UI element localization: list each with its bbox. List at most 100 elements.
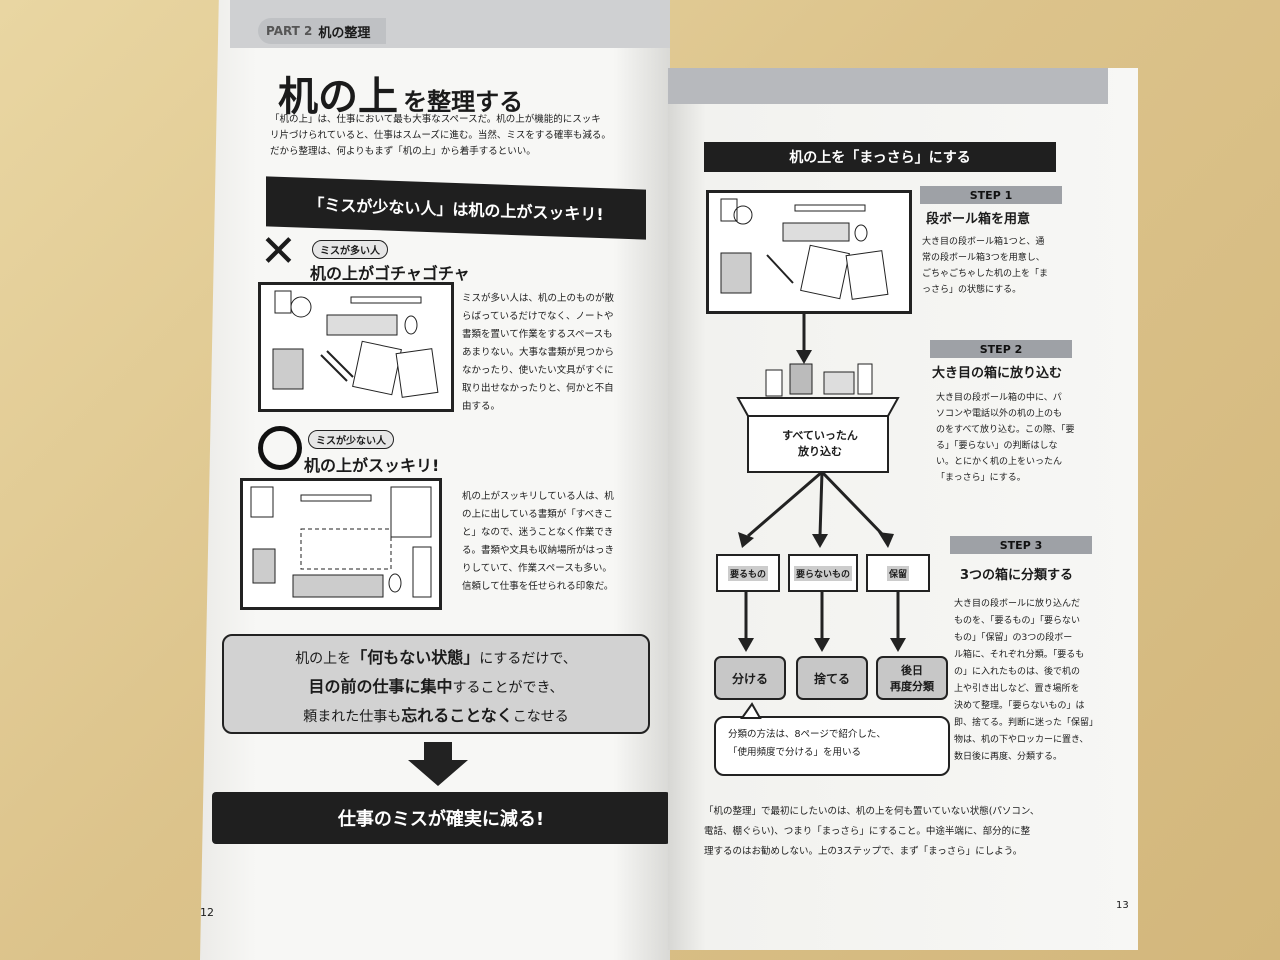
good-line: の上に出している書類が「すべきこ (462, 509, 614, 520)
step-2-tab: STEP 2 (930, 340, 1072, 358)
footer-text: 「机の整理」で最初にしたいのは、机の上を何も置いていない状態(パソコン、 電話、… (704, 802, 1104, 862)
action-sort: 分ける (714, 656, 786, 700)
title-big: 机の上 (278, 74, 398, 120)
step-line: 大き目の段ボール箱1つと、通 (922, 237, 1045, 247)
callout-em: 目の前の仕事に (308, 677, 421, 696)
bad-heading: 机の上がゴチャゴチャ (310, 264, 470, 283)
good-line: る。書類や文具も収納場所がはっき (462, 545, 615, 556)
step-3-title: 3つの箱に分類する (960, 568, 1074, 583)
step-1-tab: STEP 1 (920, 186, 1062, 204)
callout-em: 忘れることなく (401, 706, 513, 725)
box-keep: 要るもの (716, 554, 780, 592)
step-line: 大き目の段ボール箱の中に、パ (936, 393, 1062, 403)
good-line: 信頼して仕事を任せられる印象だ。 (462, 581, 614, 592)
tidy-desk-illustration (240, 478, 442, 610)
bad-tag: ミスが多い人 (312, 240, 388, 259)
top-band (668, 68, 1108, 104)
callout-pre: 机の上を (295, 651, 352, 667)
step-line: 大き目の段ボールに放り込んだ (954, 599, 1081, 609)
step-line: っさら」の状態にする。 (922, 285, 1022, 295)
step-1-title: 段ボール箱を用意 (926, 212, 1031, 227)
good-line: 机の上がスッキリしている人は、机 (462, 491, 614, 502)
banner-right: 机の上を「まっさら」にする (704, 142, 1056, 172)
good-line: りしていて、作業スペースも多い。 (462, 563, 612, 574)
box-discard-label: 要らないもの (793, 565, 852, 581)
bad-line: 由する。 (462, 401, 501, 412)
step-line: 数日後に再度、分類する。 (954, 752, 1063, 762)
speech-tail (740, 702, 762, 719)
callout-em: 「何もない状態」 (351, 648, 480, 667)
page-number-left: 12 (200, 906, 214, 919)
bad-line: なかったり、使いたい文具がすぐに (462, 365, 614, 376)
step-2-title: 大き目の箱に放り込む (932, 366, 1063, 381)
footer-line: 電話、棚ぐらい)、つまり「まっさら」にすること。中途半端に、部分的に整 (704, 826, 1031, 837)
part-tab: PART 2 机の整理 (258, 18, 386, 44)
speech-bubble: 分類の方法は、8ページで紹介した、 「使用頻度で分ける」を用いる (714, 716, 950, 776)
step-2-text: 大き目の段ボール箱の中に、パ ソコンや電話以外の机の上のも のをすべて放り込む。… (936, 390, 1096, 486)
section-label: 机の整理 (318, 25, 371, 41)
arrow-down-icon (796, 312, 812, 364)
step-line: のをすべて放り込む。この際、「要 (936, 425, 1075, 435)
step-line: 常の段ボール箱3つを用意し、 (922, 253, 1045, 263)
step-line: の」に入れたものは、後で机の (954, 667, 1081, 677)
step-line: 決めて整理。「要らないもの」は (954, 701, 1085, 711)
branch-arrows (738, 470, 894, 548)
speech-line: 「使用頻度で分ける」を用いる (728, 747, 862, 758)
box-hold-label: 保留 (886, 565, 909, 581)
intro-text: 「机の上」は、仕事において最も大事なスペースだ。机の上が機能的にスッキ リ片づけ… (270, 112, 650, 160)
step-line: ものを、「要るもの」「要らない (954, 616, 1081, 626)
right-page: 机の上を「まっさら」にする STEP 1 段ボール箱を用意 大き目の段ボール箱1… (668, 68, 1138, 950)
conclusion-bar: 仕事のミスが確実に減る! (212, 792, 670, 844)
box-keep-label: 要るもの (727, 565, 768, 581)
step-3-text: 大き目の段ボールに放り込んだ ものを、「要るもの」「要らない もの」「保留」の3… (954, 596, 1114, 766)
step-line: ソコンや電話以外の机の上のも (936, 409, 1063, 419)
box-hold: 保留 (866, 554, 930, 592)
step-line: 上や引き出しなど、置き場所を (954, 684, 1080, 694)
callout-em: 集中 (420, 677, 453, 696)
intro-line: だから整理は、何よりもまず「机の上」から着手するといい。 (270, 146, 536, 157)
step-line: ル箱に、それぞれ分類。「要るも (954, 650, 1085, 660)
step-line: 物は、机の下やロッカーに置き、 (954, 735, 1089, 745)
footer-line: 「机の整理」で最初にしたいのは、机の上を何も置いていない状態(パソコン、 (704, 806, 1040, 817)
action-later: 後日 再度分類 (876, 656, 948, 700)
page-number-right: 13 (1116, 900, 1129, 911)
box-caption-line: 放り込む (798, 445, 842, 458)
good-line: と」なので、迷うことなく作業でき (462, 527, 614, 538)
down-arrow-icon (408, 742, 468, 786)
callout-box: 机の上を「何もない状態」にするだけで、 目の前の仕事に集中することができ、 頼ま… (222, 634, 650, 734)
part-label: PART 2 (266, 24, 313, 38)
box-discard: 要らないもの (788, 554, 858, 592)
bad-line: あまりない。大事な書類が見つから (462, 347, 615, 358)
intro-line: リ片づけられていると、仕事はスムーズに進む。当然、ミスをする確率も減る。 (270, 130, 611, 141)
good-heading: 机の上がスッキリ! (304, 456, 440, 475)
footer-line: 理するのはお勧めしない。上の3ステップで、まず「まっさら」にしよう。 (704, 846, 1023, 857)
box-caption: すべていったん 放り込む (750, 428, 890, 460)
step-line: 「まっさら」にする。 (936, 473, 1026, 483)
banner-left: 「ミスが少ない人」は机の上がスッキリ! (266, 176, 646, 240)
good-text: 机の上がスッキリしている人は、机 の上に出している書類が「すべきこ と」なので、… (462, 488, 652, 596)
bad-text: ミスが多い人は、机の上のものが散 らばっているだけでなく、ノートや 書類を置いて… (462, 290, 652, 416)
step-line: ごちゃごちゃした机の上を「ま (922, 269, 1049, 279)
bad-line: 取り出せなかったりと、何かと不自 (462, 383, 614, 394)
callout-post: にするだけで、 (479, 651, 577, 667)
step-line: もの」「保留」の3つの段ボー (954, 633, 1073, 643)
circle-mark (258, 426, 302, 470)
page-title: 机の上 を整理する (278, 64, 523, 122)
step-line: 即、捨てる。判断に迷った「保留」 (954, 718, 1099, 728)
step-line: る」「要らない」の判断はしな (936, 441, 1058, 451)
step-3-tab: STEP 3 (950, 536, 1092, 554)
callout-post: することができ、 (452, 680, 564, 696)
action-discard: 捨てる (796, 656, 868, 700)
bad-line: らばっているだけでなく、ノートや (462, 311, 614, 322)
good-tag: ミスが少ない人 (308, 430, 394, 449)
step-1-text: 大き目の段ボール箱1つと、通 常の段ボール箱3つを用意し、 ごちゃごちゃした机の… (922, 234, 1082, 298)
intro-line: 「机の上」は、仕事において最も大事なスペースだ。机の上が機能的にスッキ (270, 114, 601, 125)
x-mark: ✕ (260, 226, 297, 277)
title-rest: を整理する (403, 88, 524, 116)
box-caption-line: すべていったん (782, 429, 858, 442)
bad-line: 書類を置いて作業をするスペースも (462, 329, 613, 340)
speech-line: 分類の方法は、8ページで紹介した、 (728, 729, 886, 740)
callout-post: こなせる (512, 709, 569, 725)
callout-pre: 頼まれた仕事も (303, 709, 402, 725)
left-page: PART 2 机の整理 机の上 を整理する 「机の上」は、仕事において最も大事な… (200, 0, 670, 960)
